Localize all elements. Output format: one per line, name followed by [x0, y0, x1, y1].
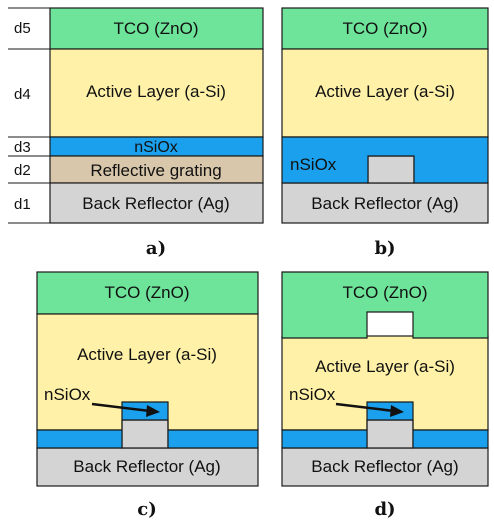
panel-b-reflector-label: Back Reflector (Ag)	[311, 194, 458, 213]
panel-c-reflector-label: Back Reflector (Ag)	[73, 457, 220, 476]
panel-d-caption: d)	[374, 499, 395, 520]
panel-b-reflector-layer	[281, 182, 489, 224]
panel-a-active-label: Active Layer (a-Si)	[86, 82, 226, 101]
thickness-label-d2: d2	[14, 162, 31, 179]
thickness-label-d5: d5	[14, 20, 31, 37]
panel-b-nsiox-label: nSiOx	[290, 155, 337, 174]
panel-b-nsiox-layer	[281, 136, 489, 184]
thickness-label-d1: d1	[14, 196, 31, 213]
panel-c-nsiox-arrowhead	[146, 405, 160, 417]
panel-a-caption: a)	[146, 238, 166, 259]
panel-a-reflector-layer	[49, 182, 264, 224]
panel-d-reflector-grating-bump	[366, 419, 414, 449]
panel-c-active-layer	[36, 313, 259, 431]
panel-b-active-layer	[281, 48, 489, 138]
panel-d-tco-label: TCO (ZnO)	[343, 283, 428, 302]
panel-b-tco-label: TCO (ZnO)	[343, 19, 428, 38]
panel-a-tco-layer	[49, 7, 264, 50]
panel-c: TCO (ZnO) Active Layer (a-Si) nSiOx Back…	[36, 271, 259, 520]
panel-c-active-label: Active Layer (a-Si)	[77, 345, 217, 364]
thickness-label-column	[8, 7, 51, 224]
panel-d-active-label: Active Layer (a-Si)	[315, 357, 455, 376]
panel-a-nsiox-label: nSiOx	[134, 139, 178, 156]
panel-c-nsiox-label: nSiOx	[44, 385, 91, 404]
panel-c-nsiox-layer	[36, 401, 259, 449]
panel-d-tco-layer	[281, 271, 489, 339]
panel-b-reflector-grating-bump	[367, 155, 415, 184]
panel-d-reflector-label: Back Reflector (Ag)	[311, 457, 458, 476]
thickness-label-d3: d3	[14, 139, 31, 156]
panel-a-tco-label: TCO (ZnO)	[114, 19, 199, 38]
panel-d-nsiox-arrow	[335, 402, 395, 413]
panel-d-nsiox-arrowhead	[390, 405, 404, 417]
thickness-label-d4: d4	[14, 86, 31, 103]
panel-a: d5 d4 d3 d2 d1 TCO (ZnO) Active Layer (a…	[8, 7, 264, 259]
panel-b: TCO (ZnO) Active Layer (a-Si) nSiOx Back…	[281, 7, 489, 259]
panel-d: TCO (ZnO) Active Layer (a-Si) nSiOx Back…	[281, 271, 489, 520]
panel-d-nsiox-label: nSiOx	[289, 385, 336, 404]
panel-b-tco-layer	[281, 7, 489, 50]
panel-c-tco-label: TCO (ZnO)	[105, 283, 190, 302]
panel-c-reflector-grating-bump	[121, 419, 169, 449]
panel-b-caption: b)	[374, 238, 395, 259]
panel-a-active-layer	[49, 48, 264, 138]
panel-b-active-label: Active Layer (a-Si)	[315, 82, 455, 101]
panel-c-caption: c)	[137, 499, 156, 520]
panel-a-grating-layer	[49, 155, 264, 184]
panel-d-reflector-layer	[281, 447, 489, 487]
panel-a-grating-label: Reflective grating	[90, 161, 221, 180]
panel-c-reflector-layer	[36, 447, 259, 487]
panel-c-nsiox-arrow	[91, 402, 151, 413]
panel-d-nsiox-layer	[281, 401, 489, 449]
panel-a-reflector-label: Back Reflector (Ag)	[82, 194, 229, 213]
